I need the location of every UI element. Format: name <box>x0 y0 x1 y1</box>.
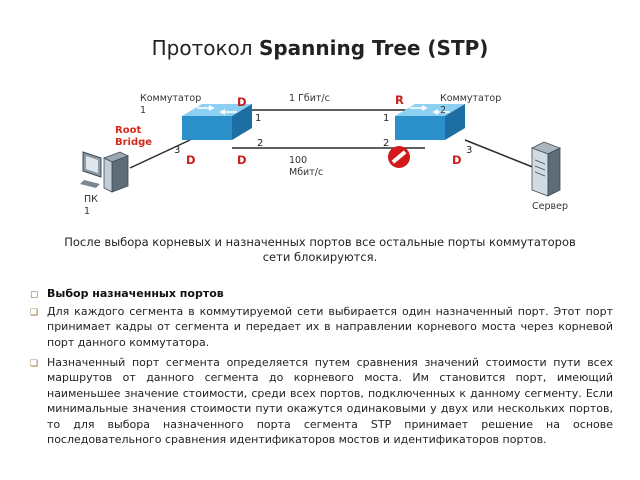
switch-2-icon <box>395 104 465 140</box>
section-heading: Выбор назначенных портов <box>47 287 224 300</box>
s2-right-role-badge: D <box>452 153 462 167</box>
s1-bottom-role-badge: D <box>237 153 247 167</box>
diagram-caption: После выбора корневых и назначенных порт… <box>64 235 576 264</box>
heading-bullet-icon: ▢ <box>30 290 39 300</box>
server-icon <box>531 141 561 197</box>
link-server <box>464 139 536 169</box>
switch-2-label: Коммутатор 2 <box>440 93 502 116</box>
root-bridge-label: Root Bridge <box>115 125 153 148</box>
network-diagram <box>80 104 561 197</box>
s1-port-bottom-number: 2 <box>257 138 264 149</box>
s2-port-top-number: 1 <box>383 113 390 124</box>
s1-port-top-number: 1 <box>255 113 262 124</box>
s2-port-bottom-number: 2 <box>383 138 390 149</box>
s1-top-role-badge: D <box>237 95 247 109</box>
paragraph-2: Назначенный порт сегмента определяется п… <box>47 356 613 447</box>
s1-port-left-number: 3 <box>174 145 181 156</box>
s2-top-role-badge: R <box>395 93 404 107</box>
page-title: Протокол Spanning Tree (STP) <box>0 36 640 60</box>
link-bottom-label: 100 Мбит/с <box>289 155 324 178</box>
title-prefix: Протокол <box>151 36 259 60</box>
pc-label: ПК 1 <box>84 194 98 217</box>
link-top-label: 1 Гбит/с <box>289 93 330 104</box>
s2-port-right-number: 3 <box>466 145 473 156</box>
title-bold: Spanning Tree (STP) <box>258 36 489 60</box>
paragraph2-bullet-icon: ❑ <box>30 359 39 369</box>
blocked-port-icon <box>388 146 410 168</box>
server-label: Сервер <box>532 201 568 212</box>
switch-1-label: Коммутатор 1 <box>140 93 202 116</box>
paragraph-1: Для каждого сегмента в коммутируемой сет… <box>47 305 613 349</box>
switch-1-icon <box>182 104 252 140</box>
pc-icon <box>80 151 129 193</box>
paragraph1-bullet-icon: ❑ <box>30 308 39 318</box>
s1-left-role-badge: D <box>186 153 196 167</box>
link-pc <box>129 139 191 169</box>
